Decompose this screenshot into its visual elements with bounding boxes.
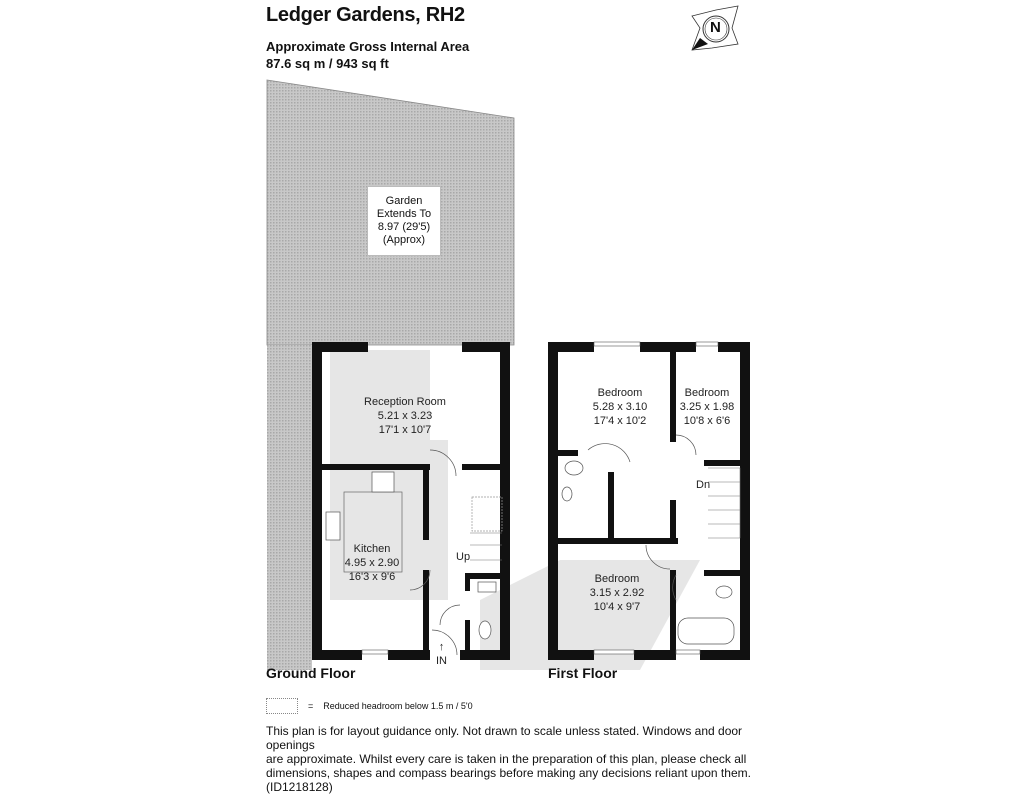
area-info: Approximate Gross Internal Area 87.6 sq …: [266, 38, 469, 72]
stairs-up-label: Up: [456, 551, 471, 563]
disclaimer: This plan is for layout guidance only. N…: [266, 724, 766, 794]
room-name: Kitchen: [353, 543, 391, 555]
legend-symbol: =: [308, 701, 314, 711]
room-metric: 5.28 x 3.10: [592, 401, 648, 413]
legend: = Reduced headroom below 1.5 m / 5'0: [266, 698, 473, 714]
garden-label: Garden Extends To 8.97 (29'5) (Approx): [367, 186, 441, 256]
room-metric: 3.15 x 2.92: [589, 587, 645, 599]
disclaimer-line3: dimensions, shapes and compass bearings …: [266, 766, 751, 794]
room-metric: 5.21 x 3.23: [377, 410, 433, 422]
compass-letter: N: [710, 19, 721, 36]
room-imperial: 10'8 x 6'6: [683, 415, 731, 427]
room-imperial: 10'4 x 9'7: [593, 601, 641, 613]
room-label-bedroom-2: Bedroom 3.25 x 1.98 10'8 x 6'6: [678, 386, 736, 428]
room-metric: 4.95 x 2.90: [344, 557, 400, 569]
area-value: 87.6 sq m / 943 sq ft: [266, 56, 389, 71]
entrance-text: IN: [436, 655, 447, 667]
compass-north-icon: N: [688, 4, 744, 52]
garden-line2: Extends To: [376, 208, 432, 220]
room-label-reception: Reception Room 5.21 x 3.23 17'1 x 10'7: [350, 395, 460, 437]
disclaimer-line1: This plan is for layout guidance only. N…: [266, 724, 743, 752]
room-label-bedroom-3: Bedroom 3.15 x 2.92 10'4 x 9'7: [582, 572, 652, 614]
room-name: Bedroom: [594, 573, 640, 585]
ground-floor-label: Ground Floor: [266, 665, 356, 681]
floor-plan-drawing: [266, 79, 750, 670]
room-imperial: 17'4 x 10'2: [593, 415, 647, 427]
reduced-headroom-swatch: [266, 698, 298, 714]
area-label: Approximate Gross Internal Area: [266, 39, 470, 54]
room-imperial: 17'1 x 10'7: [378, 424, 432, 436]
garden-line4: (Approx): [382, 234, 426, 246]
room-name: Bedroom: [684, 387, 730, 399]
garden-line1: Garden: [385, 195, 423, 207]
property-title: Ledger Gardens, RH2: [266, 4, 465, 26]
room-imperial: 16'3 x 9'6: [348, 571, 396, 583]
disclaimer-line2: are approximate. Whilst every care is ta…: [266, 752, 747, 766]
room-name: Bedroom: [597, 387, 643, 399]
room-label-bedroom-1: Bedroom 5.28 x 3.10 17'4 x 10'2: [580, 386, 660, 428]
entrance-arrow-icon: ↑: [438, 641, 445, 653]
legend-text: Reduced headroom below 1.5 m / 5'0: [323, 701, 473, 711]
garden-line3: 8.97 (29'5): [377, 221, 431, 233]
entrance-label: ↑ IN: [436, 640, 447, 668]
room-label-kitchen: Kitchen 4.95 x 2.90 16'3 x 9'6: [340, 542, 404, 584]
stairs-down-label: Dn: [696, 479, 711, 491]
room-metric: 3.25 x 1.98: [679, 401, 735, 413]
room-name: Reception Room: [364, 396, 446, 408]
first-floor-label: First Floor: [548, 665, 618, 681]
